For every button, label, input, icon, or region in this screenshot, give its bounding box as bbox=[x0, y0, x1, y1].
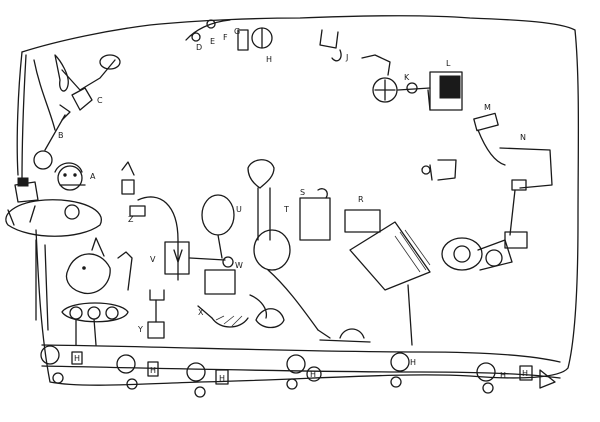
small-figure bbox=[249, 294, 285, 329]
part-b-lever bbox=[44, 114, 66, 151]
part-vw-lamp bbox=[164, 241, 236, 295]
tray-2-label: H bbox=[150, 366, 156, 375]
frame-left-edge bbox=[16, 51, 23, 176]
main-belt-top bbox=[41, 344, 561, 363]
label-w: W bbox=[235, 261, 243, 270]
part-k-wheel bbox=[361, 54, 431, 103]
main-belt-bottom bbox=[41, 365, 561, 379]
label-n: N bbox=[520, 133, 526, 142]
part-defgh-pulley bbox=[185, 19, 273, 51]
bowl-on-belt bbox=[319, 328, 371, 343]
label-u: U bbox=[236, 205, 242, 214]
part-u-balloon bbox=[201, 194, 331, 339]
part-y-stand bbox=[147, 289, 165, 339]
label-l: L bbox=[446, 59, 451, 68]
label-f: F bbox=[223, 33, 228, 42]
tray-4 bbox=[286, 354, 322, 390]
tray-3 bbox=[186, 362, 229, 398]
label-m: M bbox=[484, 103, 491, 112]
tray-4-label: H bbox=[310, 370, 316, 379]
tray-7-label: H bbox=[522, 369, 528, 378]
part-c-cup bbox=[54, 54, 121, 121]
label-d: D bbox=[196, 43, 202, 52]
tray-3-label: H bbox=[219, 374, 225, 383]
left-table bbox=[5, 177, 102, 331]
label-j: J bbox=[345, 53, 348, 62]
part-st-tower bbox=[247, 159, 331, 241]
label-v: V bbox=[150, 255, 156, 264]
label-r: R bbox=[358, 195, 364, 204]
part-r-drum bbox=[344, 209, 431, 346]
outer-frame bbox=[21, 15, 580, 386]
label-k: K bbox=[404, 73, 410, 82]
central-creature bbox=[65, 237, 133, 295]
part-z-hook bbox=[121, 161, 179, 281]
shelf-objects bbox=[421, 159, 457, 181]
part-mn-arm bbox=[473, 112, 553, 249]
left-conveyor bbox=[61, 302, 129, 346]
tray-1 bbox=[40, 345, 83, 384]
tray-2 bbox=[116, 354, 159, 390]
tray-6-label: H bbox=[500, 371, 506, 380]
part-a-figure bbox=[33, 150, 86, 191]
tray-5-label: H bbox=[410, 358, 416, 367]
tray-5 bbox=[390, 352, 410, 388]
label-x: X bbox=[198, 308, 204, 317]
tray-1-label: H bbox=[74, 354, 80, 363]
left-pipe bbox=[21, 54, 56, 181]
label-s: S bbox=[300, 188, 305, 197]
part-l-box bbox=[427, 71, 463, 111]
label-e: E bbox=[210, 37, 215, 46]
label-y: Y bbox=[137, 325, 143, 334]
label-h: H bbox=[266, 55, 272, 64]
label-c: C bbox=[97, 96, 103, 105]
tray-6 bbox=[476, 362, 496, 394]
part-x-basket bbox=[197, 305, 249, 328]
label-z: Z bbox=[128, 215, 134, 224]
label-g: G bbox=[234, 27, 240, 36]
label-b: B bbox=[58, 131, 64, 140]
tray-7 bbox=[519, 365, 556, 389]
label-t: T bbox=[283, 205, 289, 214]
label-a: A bbox=[90, 172, 96, 181]
right-wheels bbox=[441, 237, 513, 271]
part-j bbox=[319, 29, 342, 62]
